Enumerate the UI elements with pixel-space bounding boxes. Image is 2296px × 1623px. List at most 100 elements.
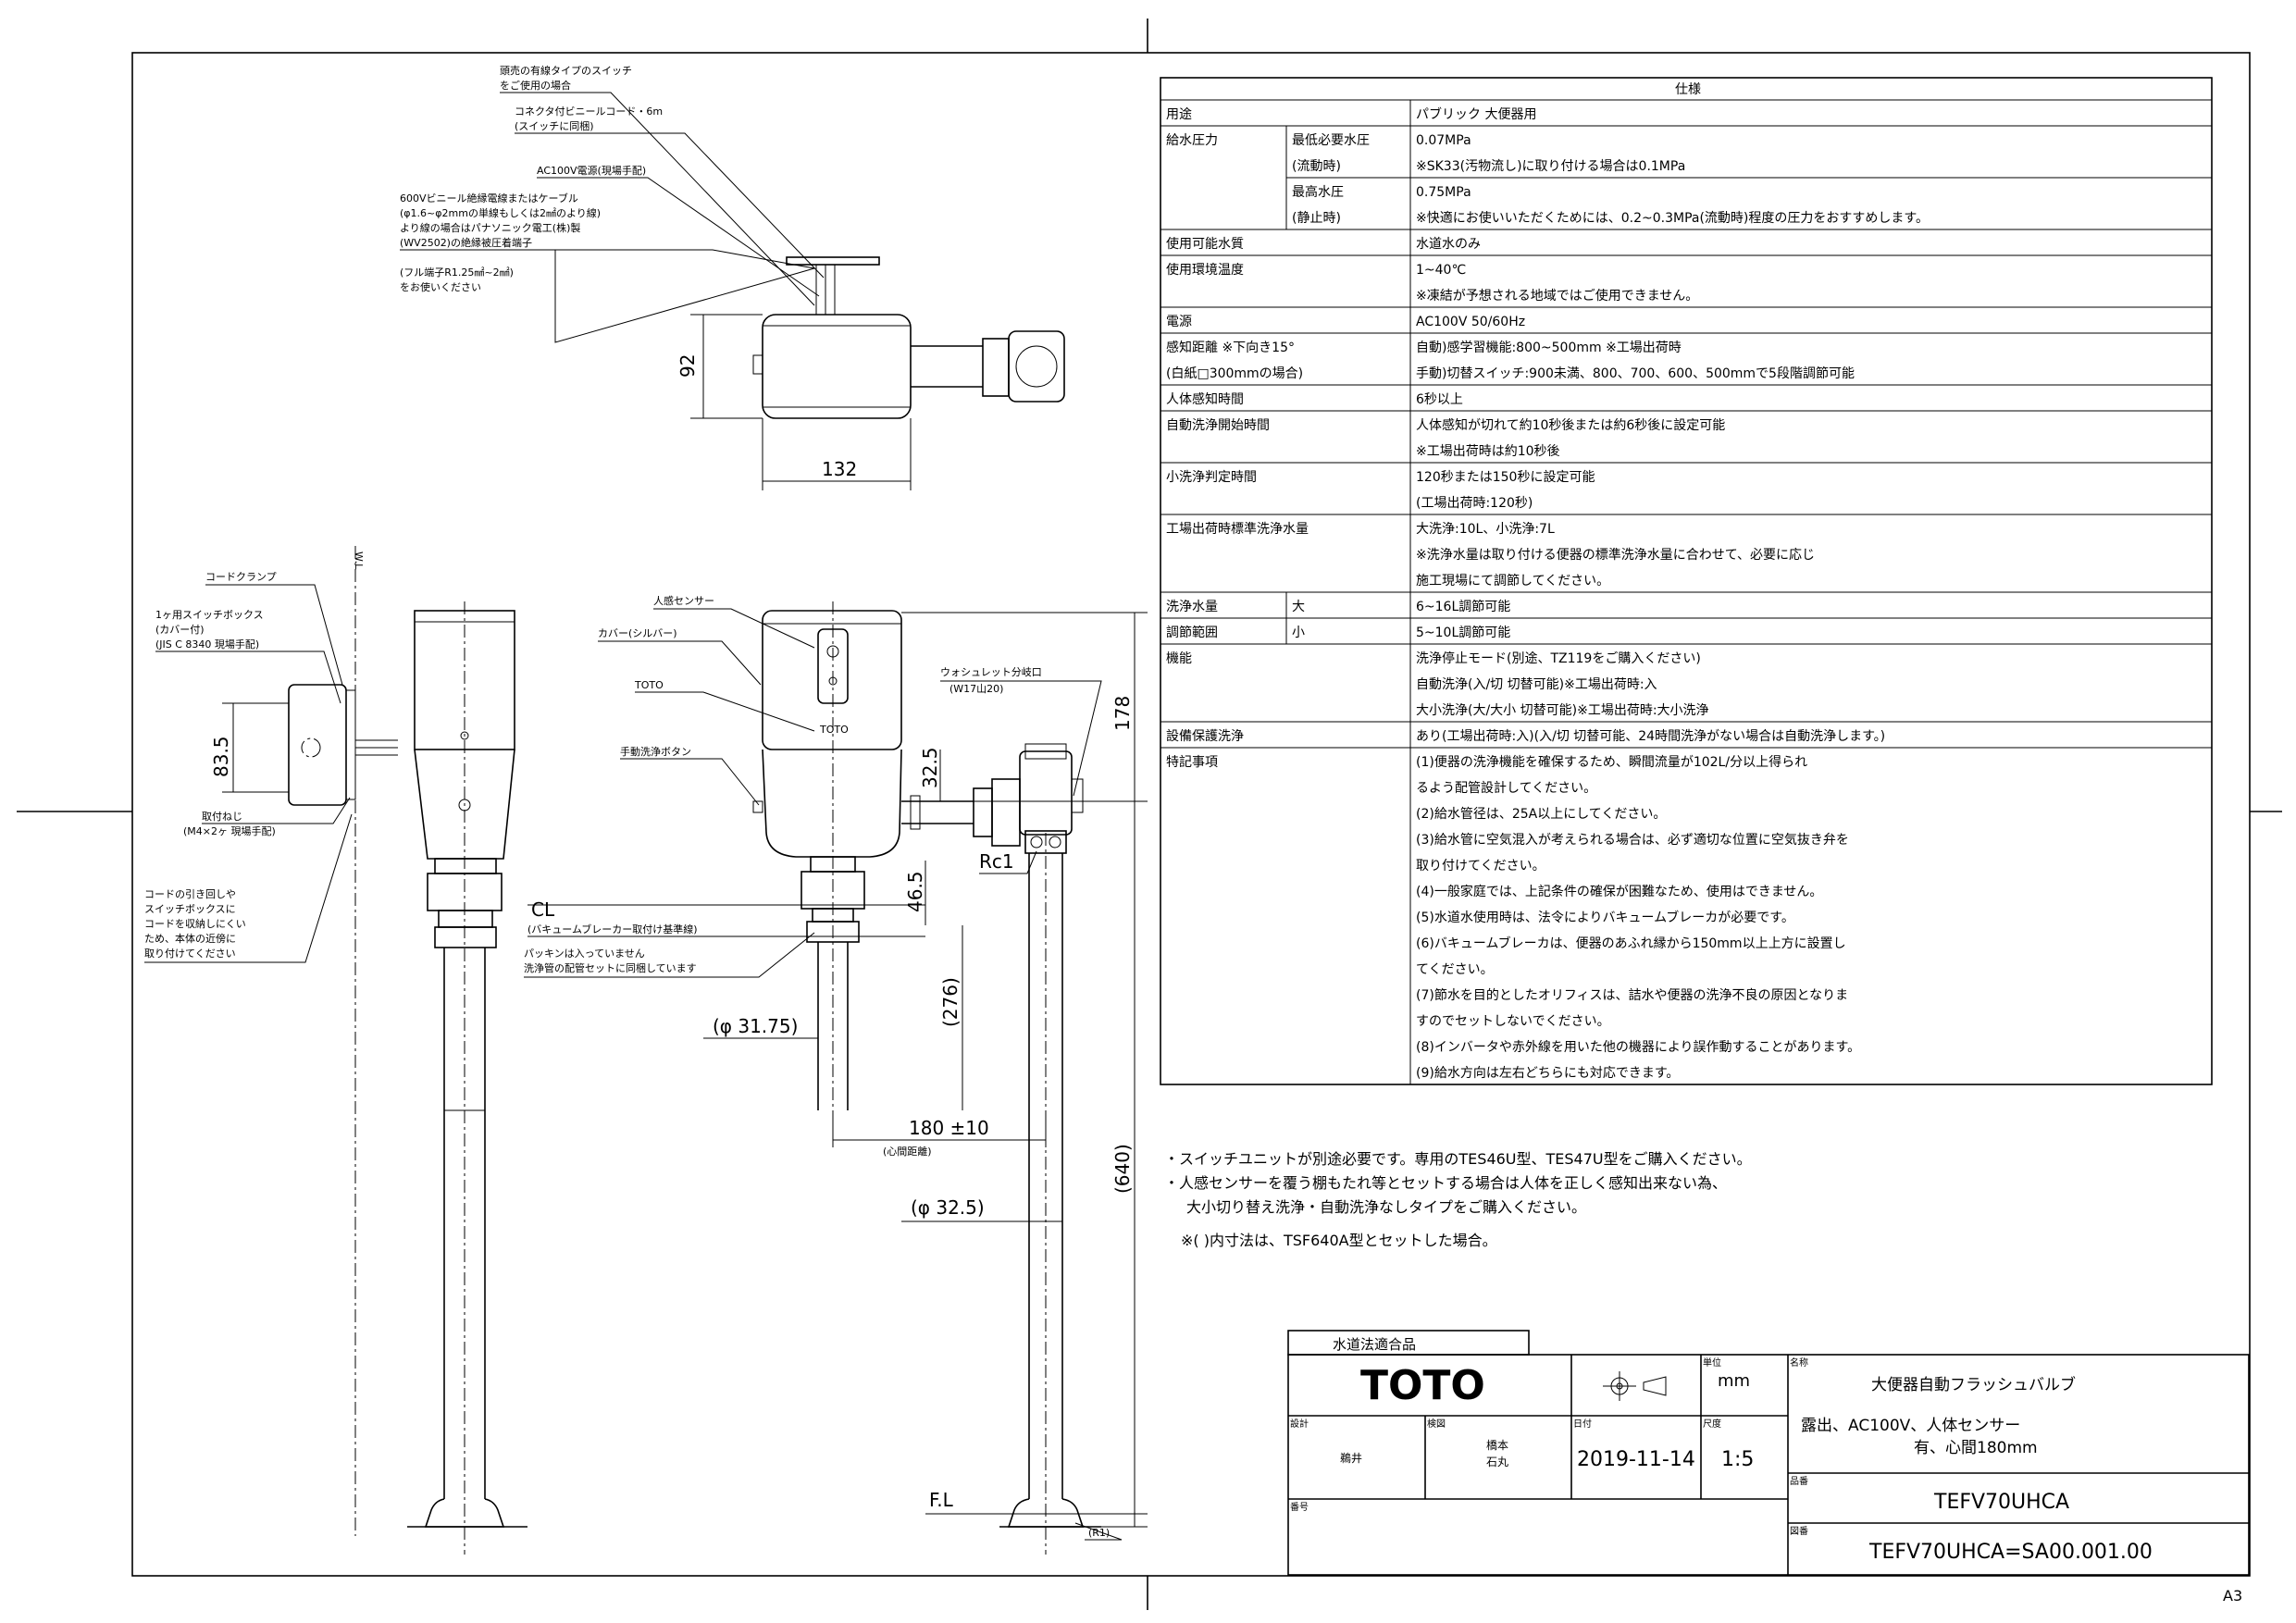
spec-value: (工場出荷時:120秒) xyxy=(1416,496,1533,511)
cl-label-b: (バキュームブレーカー取付け基準線) xyxy=(527,923,698,935)
washlet-label: ウォシュレット分岐口 xyxy=(940,666,1042,678)
cord-note-3: ため、本体の近傍に xyxy=(144,932,236,945)
drawing-label: 番号 xyxy=(1290,1502,1309,1513)
spec-value: 自動洗浄(入/切 切替可能)※工場出荷時:入 xyxy=(1416,677,1657,692)
spec-value: 6~16L調節可能 xyxy=(1416,599,1510,614)
note-2: 大小切り替え洗浄・自動洗浄なしタイプをご購入ください。 xyxy=(1186,1198,1586,1216)
top-label-3: AC100V電源(現場手配) xyxy=(537,164,646,177)
drawing-no: TEFV70UHCA=SA00.001.00 xyxy=(1868,1541,2153,1564)
spec-value: AC100V 50/60Hz xyxy=(1416,315,1525,329)
top-label-4e: (フル端子R1.25㎟~2㎟) xyxy=(400,266,514,279)
product-desc-2: 有、心間180mm xyxy=(1914,1439,2038,1457)
top-label-4f: をお使いください xyxy=(400,281,481,293)
toto-logo: TOTO xyxy=(1360,1362,1485,1409)
spec-value: 施工現場にて調節してください。 xyxy=(1416,573,1609,588)
dim-132: 132 xyxy=(822,458,857,480)
top-label-1b: をご使用の場合 xyxy=(500,79,571,92)
designer-label: 設計 xyxy=(1290,1418,1309,1430)
cord-note-1: スイッチボックスに xyxy=(144,903,236,915)
spec-value: 大小洗浄(大/大小 切替可能)※工場出荷時:大小洗浄 xyxy=(1416,703,1709,718)
screw-label-b: (M4×2ヶ 現場手配) xyxy=(183,824,276,837)
spec-value: (5)水道水使用時は、法令によりバキュームブレーカが必要です。 xyxy=(1416,910,1794,925)
note-1: ・人感センサーを覆う棚もたれ等とセットする場合は人体を正しく感知出来ない為、 xyxy=(1164,1174,1727,1192)
scale: 1:5 xyxy=(1721,1448,1754,1471)
spec-value: ※凍結が予想される地域ではご使用できません。 xyxy=(1416,288,1698,304)
spec-value: 大洗浄:10L、小洗浄:7L xyxy=(1416,522,1555,537)
front-view: 人感センサー カバー(シルバー) TOTO 手動洗浄ボタン TOTO ウォシュレ… xyxy=(524,595,1148,1555)
spec-label: 工場出荷時標準洗浄水量 xyxy=(1166,522,1309,537)
certification: 水道法適合品 xyxy=(1333,1336,1416,1353)
spec-value: 5~10L調節可能 xyxy=(1416,625,1510,640)
spec-value: すのでセットしないでください。 xyxy=(1416,1014,1610,1029)
spec-value: てください。 xyxy=(1416,962,1494,977)
product-desc-1: 露出、AC100V、人体センサー xyxy=(1801,1417,2020,1435)
spec-sub-label: 最高水圧 xyxy=(1292,184,1344,200)
switch-box-label: 1ヶ用スイッチボックス xyxy=(155,609,264,621)
spec-label: 人体感知時間 xyxy=(1166,391,1244,407)
spec-label: 給水圧力 xyxy=(1166,133,1218,148)
spec-sub-label: 最低必要水圧 xyxy=(1292,133,1370,148)
drawing-no-label: 図番 xyxy=(1790,1526,1808,1537)
spec-value: (7)節水を目的としたオリフィスは、詰水や便器の洗浄不良の原因となりま xyxy=(1416,987,1848,1003)
cover-label: カバー(シルバー) xyxy=(598,627,677,639)
spec-value: (4)一般家庭では、上記条件の確保が困難なため、使用はできません。 xyxy=(1416,884,1822,899)
name-label: 名称 xyxy=(1790,1357,1808,1369)
spec-value: 水道水のみ xyxy=(1416,237,1481,252)
sheet-size: A3 xyxy=(2223,1587,2242,1604)
spec-value: 0.75MPa xyxy=(1416,185,1471,200)
washlet-label-b: (W17山20) xyxy=(949,683,1003,695)
dim-640: (640) xyxy=(1111,1144,1134,1194)
manual-button-label: 手動洗浄ボタン xyxy=(620,745,691,758)
switch-box-label-c: (JIS C 8340 現場手配) xyxy=(155,638,259,650)
spec-value: パブリック 大便器用 xyxy=(1416,106,1536,122)
spec-label: 特記事項 xyxy=(1166,754,1218,770)
checker-label: 検図 xyxy=(1427,1418,1446,1430)
spec-value: (2)給水管径は、25A以上にしてください。 xyxy=(1416,807,1666,822)
cord-note-0: コードの引き回しや xyxy=(144,887,236,900)
spec-value: (3)給水管に空気混入が考えられる場合は、必ず適切な位置に空気抜き弁を xyxy=(1416,832,1849,848)
dim-180: 180 ±10 xyxy=(909,1117,989,1139)
designer: 鵜井 xyxy=(1340,1452,1362,1465)
top-label-4c: より線の場合はパナソニック電工(株)製 xyxy=(400,221,580,234)
sensor-label: 人感センサー xyxy=(653,595,714,607)
top-label-4: 600Vビニール絶縁電線またはケーブル xyxy=(400,192,578,204)
spec-label: 自動洗浄開始時間 xyxy=(1166,418,1270,433)
spec-value: 1~40℃ xyxy=(1416,263,1466,278)
spec-label: 小洗浄判定時間 xyxy=(1166,470,1257,485)
toto-label: TOTO xyxy=(634,679,664,691)
note-0: ・スイッチユニットが別途必要です。専用のTES46U型、TES47U型をご購入く… xyxy=(1164,1150,1752,1168)
top-label-4d: (WV2502)の絶縁被圧着端子 xyxy=(400,236,532,249)
spec-table: 仕様 用途パブリック 大便器用給水圧力最低必要水圧(流動時)0.07MPa※SK… xyxy=(1160,77,2213,1085)
cord-note-2: コードを収納しにくい xyxy=(144,918,246,930)
spec-sub-label: (静止時) xyxy=(1292,211,1341,226)
spec-label: 設備保護洗浄 xyxy=(1166,729,1244,744)
date-label: 日付 xyxy=(1573,1418,1592,1430)
dim-pipe: (φ 32.5) xyxy=(911,1196,985,1219)
spec-sub-label: 小 xyxy=(1292,626,1305,640)
logo-small: TOTO xyxy=(819,724,849,736)
product-name: 大便器自動フラッシュバルブ xyxy=(1871,1375,2076,1394)
spec-value: (9)給水方向は左右どちらにも対応できます。 xyxy=(1416,1066,1679,1081)
dim-3175: (φ 31.75) xyxy=(713,1015,798,1037)
dim-325: 32.5 xyxy=(919,747,941,788)
dim-276: (276) xyxy=(939,977,962,1027)
cord-note-4: 取り付けてください xyxy=(144,948,236,960)
date: 2019-11-14 xyxy=(1577,1448,1695,1471)
spec-value: (1)便器の洗浄機能を確保するため、瞬間流量が102L/分以上得られ xyxy=(1416,754,1807,770)
top-label-4b: (φ1.6~φ2mmの単線もしくは2㎟のより線) xyxy=(400,206,601,219)
top-label-1: 頭売の有線タイプのスイッチ xyxy=(500,64,632,77)
spec-label: 電源 xyxy=(1166,315,1192,329)
spec-sub-label: (流動時) xyxy=(1292,159,1341,174)
spec-label: 調節範囲 xyxy=(1166,625,1218,640)
dim-180-b: (心間距離) xyxy=(883,1145,932,1158)
dim-178: 178 xyxy=(1111,696,1134,731)
top-label-2: コネクタ付ビニールコード・6m xyxy=(515,105,663,118)
spec-value: 120秒または150秒に設定可能 xyxy=(1416,470,1595,485)
spec-label: 感知距離 ※下向き15° xyxy=(1166,340,1295,355)
spec-value: ※工場出荷時は約10秒後 xyxy=(1416,444,1560,459)
side-view: W.L コードクランプ 1ヶ用スイッチボックス (カバー付) (JIS C 83… xyxy=(144,546,527,1555)
spec-label: 使用環境温度 xyxy=(1166,262,1244,278)
spec-value: 手動)切替スイッチ:900未満、800、700、600、500mmで5段階調節可… xyxy=(1416,365,1855,381)
spec-label: 洗浄水量 xyxy=(1166,600,1218,614)
